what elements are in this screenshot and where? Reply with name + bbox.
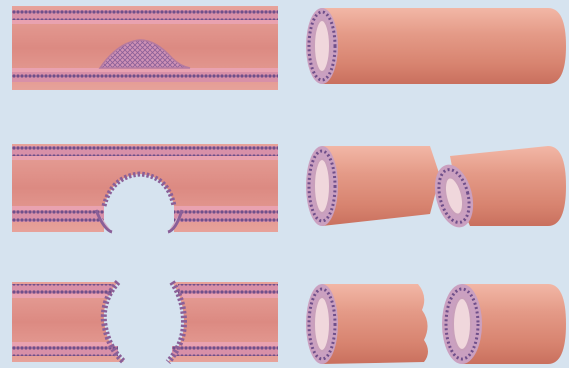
panel-section-rupture [12, 144, 278, 232]
panel-tube-intact [306, 8, 566, 84]
panel-tube-partial-tear [306, 146, 566, 231]
panel-tube-transection [306, 284, 566, 364]
panel-section-transection [12, 282, 278, 362]
panel-section-intact [12, 6, 278, 90]
